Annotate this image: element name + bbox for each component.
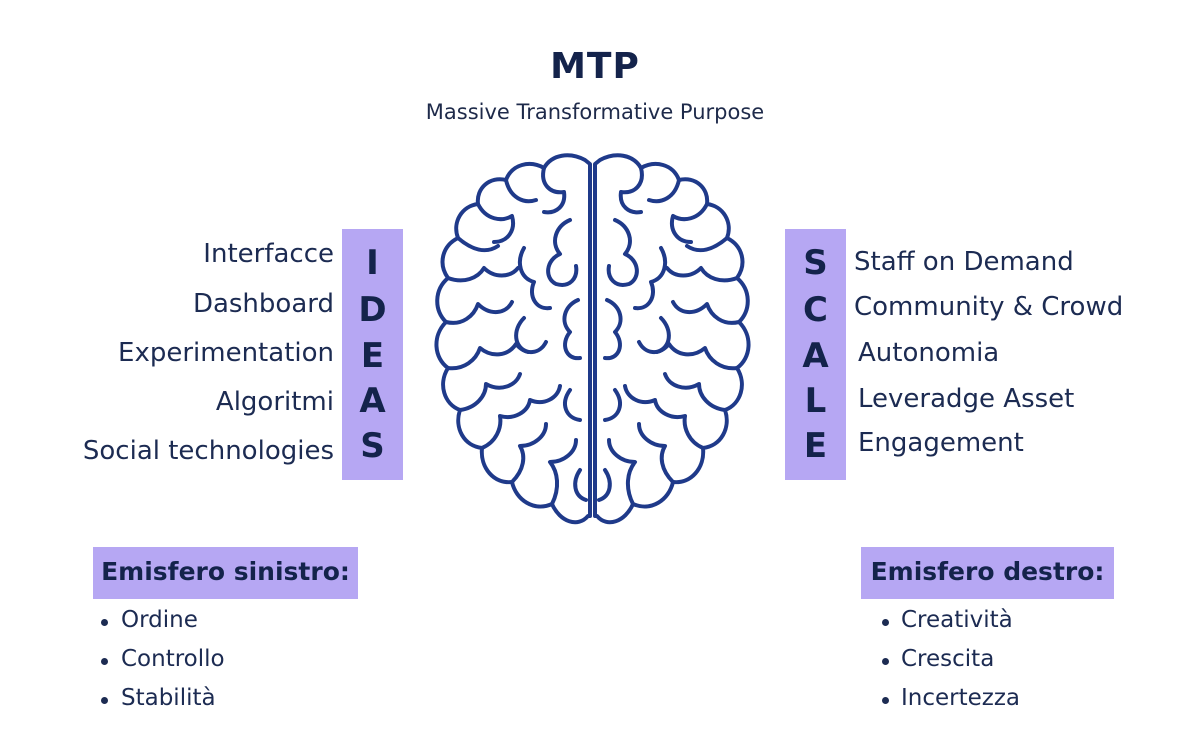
scale-item-autonomia: Autonomia [858,338,1000,368]
ideas-item-dashboard: Dashboard [192,289,334,319]
scale-item-leveradge-asset: Leveradge Asset [858,384,1075,414]
scale-letter-a: A [802,336,829,376]
scale-band: S C A L E [785,229,846,480]
bullet-dot [882,658,889,665]
right-bullet-creativita: Creatività [901,607,1013,633]
scale-letter-l: L [804,381,827,421]
right-bullet-incertezza: Incertezza [901,685,1021,711]
right-hemisphere-heading-box: Emisfero destro: [861,547,1114,599]
ideas-item-interfacce: Interfacce [203,239,334,269]
left-bullet-ordine: Ordine [121,607,198,633]
ideas-item-social-technologies: Social technologies [82,436,334,466]
scale-item-engagement: Engagement [858,428,1024,458]
scale-letter-s: S [803,243,828,283]
ideas-letter-d: D [358,290,387,330]
diagram-subtitle: Massive Transformative Purpose [425,100,765,124]
bullet-dot [101,658,108,665]
brain-icon [434,153,751,525]
diagram-title: MTP [550,46,640,87]
left-bullet-stabilita: Stabilità [121,685,216,711]
ideas-letter-s: S [360,426,385,466]
scale-item-community-crowd: Community & Crowd [854,292,1124,322]
ideas-item-algoritmi: Algoritmi [215,387,334,417]
right-bullet-crescita: Crescita [901,646,995,672]
scale-item-staff-on-demand: Staff on Demand [854,247,1074,277]
bullet-dot [101,697,108,704]
left-hemisphere-heading: Emisfero sinistro: [101,557,350,586]
ideas-band: I D E A S [342,229,403,480]
left-hemisphere-heading-box: Emisfero sinistro: [93,547,358,599]
ideas-item-experimentation: Experimentation [118,338,334,368]
ideas-letter-e: E [360,336,385,376]
ideas-letter-i: I [366,243,379,283]
scale-letter-c: C [803,290,828,330]
bullet-dot [101,619,108,626]
ideas-letter-a: A [359,381,386,421]
left-bullet-controllo: Controllo [121,646,225,672]
scale-letter-e: E [803,426,828,466]
bullet-dot [882,697,889,704]
bullet-dot [882,619,889,626]
right-hemisphere-heading: Emisfero destro: [870,557,1105,586]
